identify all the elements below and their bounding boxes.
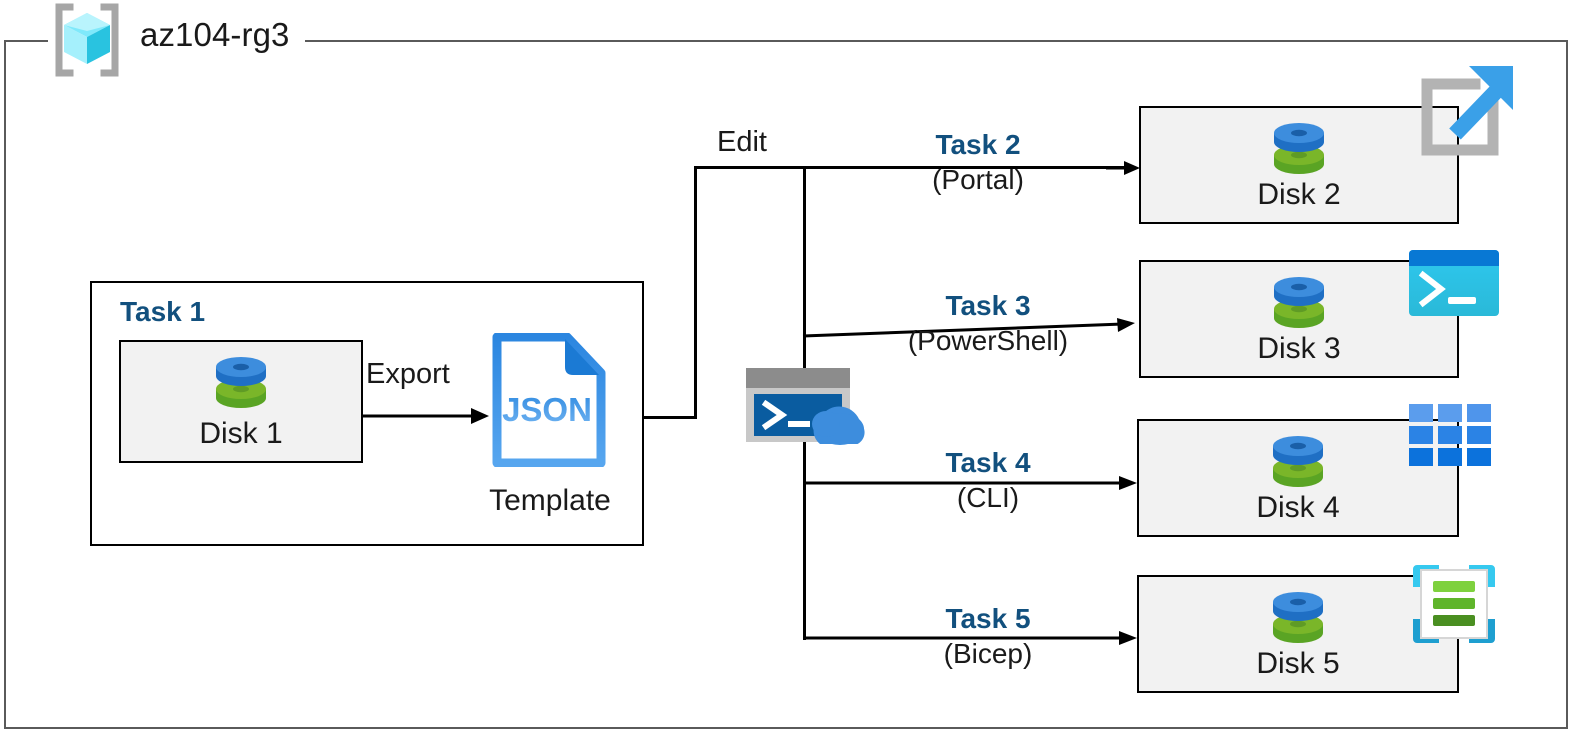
task3-arrow [802, 318, 1135, 338]
disk2-caption: Disk 2 [1257, 178, 1341, 211]
powershell-icon [1409, 250, 1499, 316]
managed-disk-icon [1273, 592, 1323, 643]
resource-group-frame-left [4, 40, 6, 729]
template-caption: Template [489, 484, 611, 517]
task1-label: Task 1 [120, 296, 206, 327]
disk5-caption: Disk 5 [1256, 647, 1340, 680]
task2-tool: (Portal) [932, 164, 1024, 195]
task5-tool: (Bicep) [943, 638, 1033, 669]
export-arrow [363, 408, 489, 424]
bicep-template-icon [1413, 565, 1495, 643]
resource-group-frame-right [1566, 40, 1568, 729]
resource-group-frame-top-left [4, 40, 48, 42]
task3-edge-label: Task 3 (PowerShell) [848, 289, 1128, 359]
trunk-segment-top-bus [694, 166, 1134, 169]
task2-edge-label: Task 2 (Portal) [848, 128, 1108, 198]
azure-cli-grid-icon [1409, 404, 1491, 466]
cloud-shell-icon [746, 368, 865, 445]
task4-edge-label: Task 4 (CLI) [848, 446, 1128, 516]
disk2-box[interactable]: Disk 2 [1139, 106, 1459, 224]
svg-text:JSON: JSON [502, 391, 592, 428]
edit-label: Edit [717, 126, 767, 158]
disk1-box[interactable]: Disk 1 [119, 340, 363, 463]
resource-group-frame-top-right [305, 40, 1568, 42]
resource-group-frame-bottom [4, 727, 1568, 729]
task4-arrow [803, 476, 1137, 490]
json-file-icon: JSON [492, 333, 606, 467]
resource-group-name: az104-rg3 [140, 16, 290, 53]
task4-tool: (CLI) [956, 482, 1020, 513]
task3-name: Task 3 [945, 290, 1031, 321]
task4-name: Task 4 [945, 447, 1031, 478]
disk3-box[interactable]: Disk 3 [1139, 260, 1459, 378]
managed-disk-icon [1273, 436, 1323, 487]
task5-edge-label: Task 5 (Bicep) [848, 602, 1128, 672]
trunk-segment-horizontal-out [644, 416, 697, 419]
task5-name: Task 5 [945, 603, 1031, 634]
trunk-segment-vertical-riser [694, 166, 697, 419]
export-label: Export [366, 358, 450, 390]
managed-disk-icon [1274, 123, 1324, 174]
managed-disk-icon [1274, 277, 1324, 328]
disk4-caption: Disk 4 [1256, 491, 1340, 524]
managed-disk-icon [216, 357, 266, 408]
task3-tool: (PowerShell) [907, 325, 1069, 356]
task2-name: Task 2 [935, 129, 1021, 160]
disk5-box[interactable]: Disk 5 [1137, 575, 1459, 693]
task2-arrow-head [1106, 161, 1140, 175]
azure-portal-external-link-icon [1421, 66, 1513, 156]
disk1-caption: Disk 1 [199, 417, 283, 450]
task5-arrow [803, 631, 1137, 645]
disk4-box[interactable]: Disk 4 [1137, 419, 1459, 537]
azure-resource-group-icon [55, 3, 119, 77]
disk3-caption: Disk 3 [1257, 332, 1341, 365]
